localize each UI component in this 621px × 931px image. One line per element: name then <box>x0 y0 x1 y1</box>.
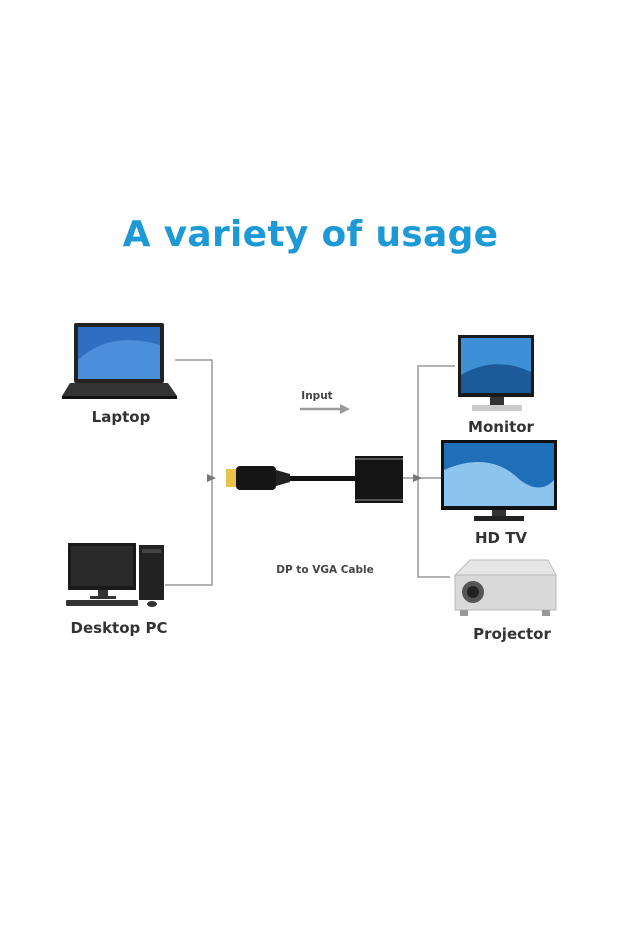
laptop-icon <box>62 323 177 399</box>
source-arrow-icon <box>207 474 216 482</box>
dp-to-vga-cable-icon <box>226 456 403 503</box>
connector-lines <box>165 359 455 586</box>
cable-label: DP to VGA Cable <box>276 564 374 576</box>
laptop-label: Laptop <box>91 408 151 426</box>
source-bracket <box>165 359 213 586</box>
input-label: Input <box>301 390 333 402</box>
projector-icon <box>454 559 557 616</box>
output-bracket <box>417 365 455 578</box>
input-arrow-icon <box>340 404 350 414</box>
desktop-pc-icon <box>66 543 164 607</box>
hd-tv-icon <box>441 440 557 521</box>
projector-label: Projector <box>473 625 551 643</box>
monitor-label: Monitor <box>468 418 534 436</box>
monitor-icon <box>458 335 534 411</box>
page-title: A variety of usage <box>122 214 499 255</box>
hd-tv-label: HD TV <box>474 529 528 547</box>
output-arrow-icon <box>413 474 422 482</box>
desktop-pc-label: Desktop PC <box>70 619 168 637</box>
